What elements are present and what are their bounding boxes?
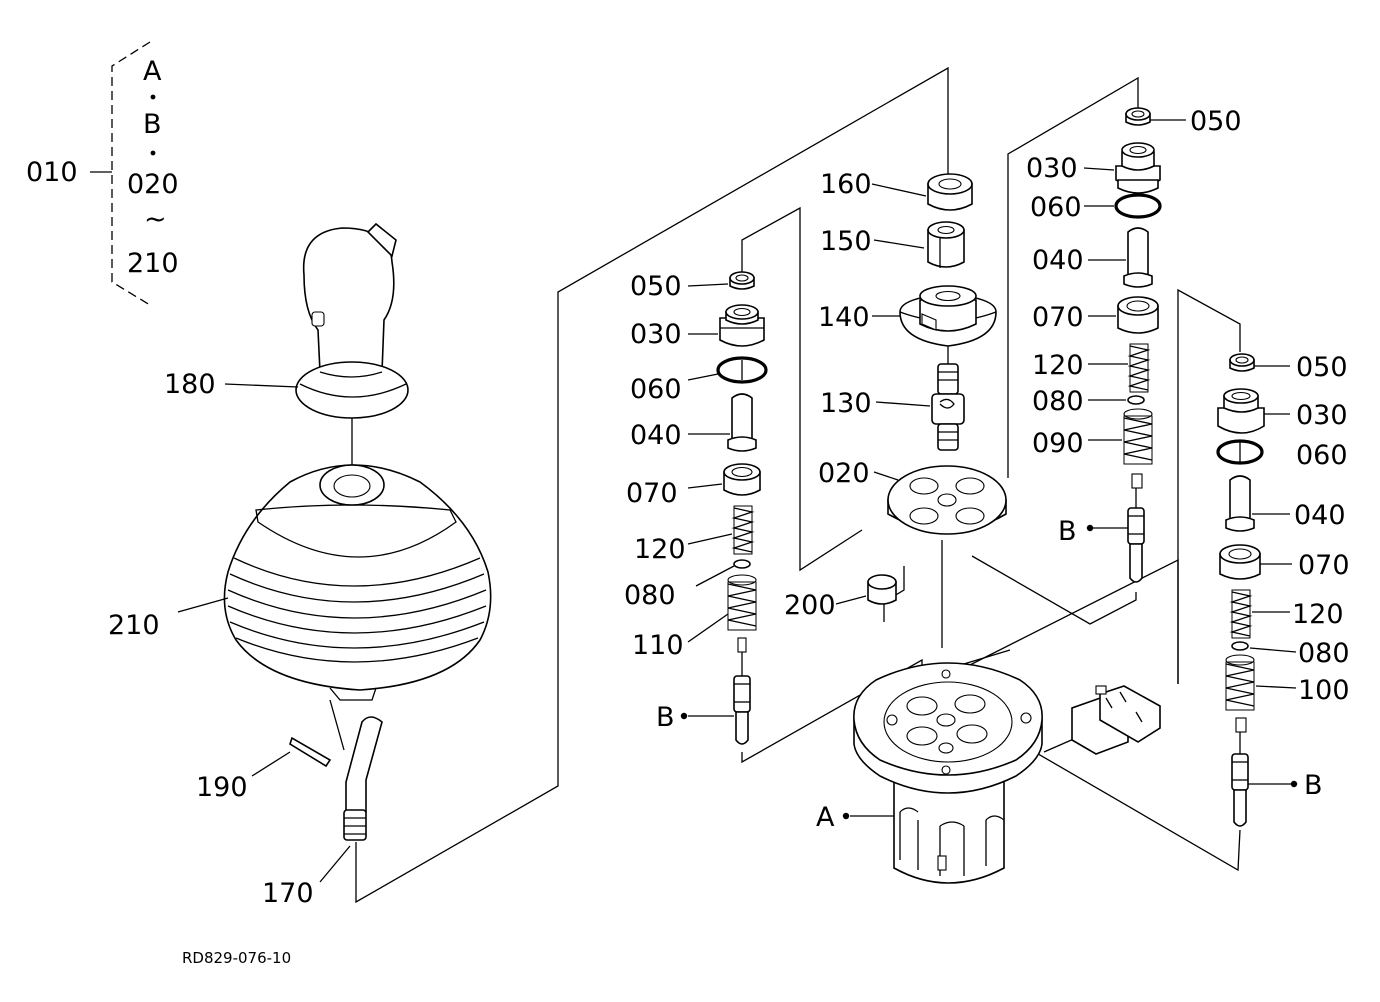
left-valve-stack: 050 030 060 040 070 xyxy=(624,271,768,745)
label-150: 150 xyxy=(820,226,872,257)
label-040-left: 040 xyxy=(630,420,682,451)
label-200: 200 xyxy=(784,590,836,621)
label-140: 140 xyxy=(818,302,870,333)
r-washer-080: 080 xyxy=(1231,638,1350,669)
label-120-r: 120 xyxy=(1292,599,1344,630)
left-seal-050: 050 xyxy=(630,271,755,302)
label-180: 180 xyxy=(164,369,216,400)
label-060-r: 060 xyxy=(1296,440,1348,471)
label-210: 210 xyxy=(108,610,160,641)
legend-item-a: A xyxy=(143,56,162,87)
legend-bracket xyxy=(111,41,151,306)
plug-200: 200 xyxy=(784,574,897,621)
label-050-left: 050 xyxy=(630,271,682,302)
legend-item-020: 020 xyxy=(127,169,179,200)
left-seat-070: 070 xyxy=(626,463,761,509)
left-pusher-040: 040 xyxy=(630,393,757,452)
pin-190: 190 xyxy=(196,736,332,803)
label-120-tr: 120 xyxy=(1032,350,1084,381)
r-pusher-040: 040 xyxy=(1225,475,1346,532)
label-070-left: 070 xyxy=(626,478,678,509)
label-170: 170 xyxy=(262,878,314,909)
housing-A: A xyxy=(816,662,1043,884)
assembly-guide-lines xyxy=(355,66,1241,904)
legend-item-210: 210 xyxy=(127,248,179,279)
tr-spring-120: 120 xyxy=(1032,343,1151,393)
label-080-left: 080 xyxy=(624,580,676,611)
legend-range-mark: ~ xyxy=(144,204,167,235)
legend-item-b: B xyxy=(143,109,162,140)
r-seat-070: 070 xyxy=(1219,544,1350,581)
label-080-tr: 080 xyxy=(1032,386,1084,417)
left-spool-B: B xyxy=(656,637,751,745)
label-040-tr: 040 xyxy=(1032,245,1084,276)
nut-150: 150 xyxy=(820,221,965,268)
tr-spring-090: 090 xyxy=(1032,408,1153,465)
label-050-tr: 050 xyxy=(1190,106,1242,137)
r-spring-100: 100 xyxy=(1225,654,1350,711)
label-160: 160 xyxy=(820,169,872,200)
label-020: 020 xyxy=(818,458,870,489)
label-B-left: B xyxy=(656,702,675,733)
label-030-left: 030 xyxy=(630,319,682,350)
tr-washer-080: 080 xyxy=(1032,386,1145,417)
legend-assembly-label: 010 xyxy=(26,157,78,188)
label-060-tr: 060 xyxy=(1030,192,1082,223)
label-A-housing: A xyxy=(816,802,835,833)
r-spool-B: B xyxy=(1231,717,1323,827)
left-washer-080: 080 xyxy=(624,559,751,611)
label-060-left: 060 xyxy=(630,374,682,405)
left-spring-110: 110 xyxy=(632,574,757,661)
label-050-r: 050 xyxy=(1296,352,1348,383)
assembly-legend: 010 A B 020 ~ 210 xyxy=(26,41,179,306)
label-040-r: 040 xyxy=(1294,500,1346,531)
tr-seat-070: 070 xyxy=(1032,296,1159,334)
label-100-r: 100 xyxy=(1298,675,1350,706)
left-oring-060: 060 xyxy=(630,356,768,405)
grip-180: 180 xyxy=(164,222,409,470)
label-B-r: B xyxy=(1304,770,1323,801)
joint-130: 130 xyxy=(820,346,965,451)
label-030-tr: 030 xyxy=(1026,153,1078,184)
top-right-valve-stack: 050 030 060 040 070 xyxy=(1026,106,1242,583)
r-plug-030: 030 xyxy=(1217,388,1348,434)
nut-160: 160 xyxy=(820,169,973,211)
label-190: 190 xyxy=(196,772,248,803)
left-spring-120: 120 xyxy=(634,505,755,565)
plate-140: 140 xyxy=(818,285,997,347)
label-070-r: 070 xyxy=(1298,550,1350,581)
label-B-tr: B xyxy=(1058,516,1077,547)
tr-pusher-040: 040 xyxy=(1032,227,1153,288)
plate-020: 020 xyxy=(818,458,1007,535)
tr-spool-B: B xyxy=(1058,473,1145,583)
left-plug-030: 030 xyxy=(630,304,765,350)
label-130: 130 xyxy=(820,388,872,419)
legend-dot xyxy=(150,150,156,156)
label-110-left: 110 xyxy=(632,630,684,661)
label-070-tr: 070 xyxy=(1032,302,1084,333)
lever-170: 170 xyxy=(262,699,383,909)
tr-seal-050: 050 xyxy=(1125,106,1242,137)
legend-dot xyxy=(150,94,156,100)
label-120-left: 120 xyxy=(634,534,686,565)
right-valve-stack: 050 030 060 040 070 xyxy=(1216,352,1350,827)
connector xyxy=(1043,685,1161,755)
drawing-code: RD829-076-10 xyxy=(182,949,291,967)
boot-210: 210 xyxy=(108,464,492,701)
label-030-r: 030 xyxy=(1296,400,1348,431)
label-080-r: 080 xyxy=(1298,638,1350,669)
tr-oring-060: 060 xyxy=(1030,192,1162,223)
r-seal-050: 050 xyxy=(1229,352,1348,383)
r-spring-120: 120 xyxy=(1229,589,1344,639)
r-oring-060: 060 xyxy=(1216,439,1348,471)
label-090-tr: 090 xyxy=(1032,428,1084,459)
tr-plug-030: 030 xyxy=(1026,142,1161,194)
